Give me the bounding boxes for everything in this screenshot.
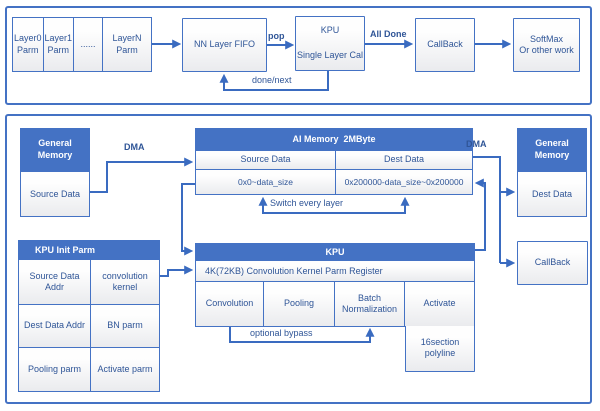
dma-right-label: DMA [466,139,487,149]
softmax-label: SoftMax [529,33,563,44]
layer1-parm-label: Layer1 Parm [44,33,73,55]
callback-top-box: CallBack [415,18,475,72]
ai-source-addr-cell: 0x0~data_size [196,170,336,194]
kpu-init-parm-header: KPU Init Parm [19,241,159,260]
nn-layer-fifo-box: NN Layer FIFO [182,18,267,72]
callback-bottom-box: CallBack [517,241,588,285]
softmax-box: SoftMax Or other work [513,18,580,72]
activate-stage-cell: Activate [405,282,474,326]
general-memory-left-body: Source Data [21,172,89,216]
kpu-top-subtitle: Single Layer Cal [296,49,364,60]
general-memory-right-header: General Memory [518,129,586,172]
general-memory-right-box: General Memory Dest Data [517,128,587,217]
ai-memory-header: AI Memory 2MByte [196,129,472,150]
source-data-addr-cell: Source Data Addr [19,260,91,304]
callback-bottom-label: CallBack [534,257,571,268]
kpu-init-parm-table: KPU Init Parm Source Data Addr convoluti… [18,240,160,392]
kpu-single-layer-box: KPU Single Layer Cal [295,16,365,71]
ellipsis-label: ...... [80,38,96,49]
pooling-stage-cell: Pooling [264,282,335,326]
convolution-kernel-cell: convolution kernel [91,260,159,304]
layerN-parm-cell: LayerN Parm [103,18,151,71]
ai-memory-label-row: Source Data Dest Data [196,150,472,170]
optional-bypass-label: optional bypass [250,328,313,338]
sixteen-section-polyline-label: 16section polyline [420,336,460,358]
bn-parm-cell: BN parm [91,305,159,347]
ai-dest-data-cell: Dest Data [336,151,472,169]
activate-parm-cell: Activate parm [91,348,159,391]
callback-top-label: CallBack [427,39,463,50]
ai-dest-addr-cell: 0x200000-data_size~0x200000 [336,170,472,194]
kpu-init-row3: Pooling parm Activate parm [19,348,159,391]
dest-data-addr-cell: Dest Data Addr [19,305,91,347]
dma-left-label: DMA [124,142,145,152]
done-next-label: done/next [252,75,292,85]
switch-every-layer-label: Switch every layer [270,198,344,208]
sixteen-section-polyline-cell: 16section polyline [405,325,475,372]
ai-memory-table: AI Memory 2MByte Source Data Dest Data 0… [195,128,473,195]
general-memory-left-header: General Memory [21,129,89,172]
layer-parm-queue: Layer0 Parm Layer1 Parm ...... LayerN Pa… [12,17,152,72]
general-memory-left-box: General Memory Source Data [20,128,90,217]
general-memory-right-body: Dest Data [518,172,586,216]
kpu-init-row2: Dest Data Addr BN parm [19,305,159,348]
layer0-parm-label: Layer0 Parm [14,33,42,55]
kpu-pipeline-header: KPU [196,244,474,260]
kernel-parm-register-row: 4K(72KB) Convolution Kernel Parm Registe… [196,260,474,282]
ai-memory-addr-row: 0x0~data_size 0x200000-data_size~0x20000… [196,170,472,194]
pooling-parm-cell: Pooling parm [19,348,91,391]
kpu-init-row1: Source Data Addr convolution kernel [19,260,159,305]
all-done-label: All Done [370,29,407,39]
kpu-pipeline-table: KPU 4K(72KB) Convolution Kernel Parm Reg… [195,243,475,327]
layerN-parm-label: LayerN Parm [112,33,142,55]
kpu-stages-row: Convolution Pooling Batch Normalization … [196,282,474,326]
nn-layer-fifo-label: NN Layer FIFO [193,39,255,50]
pop-label: pop [268,31,285,41]
ellipsis-cell: ...... [74,18,104,71]
layer0-parm-cell: Layer0 Parm [13,18,44,71]
kpu-top-title: KPU [320,25,340,35]
convolution-stage-cell: Convolution [196,282,264,326]
layer1-parm-cell: Layer1 Parm [43,18,75,71]
softmax-sub-label: Or other work [519,45,574,55]
ai-source-data-cell: Source Data [196,151,336,169]
batch-normalization-stage-cell: Batch Normalization [335,282,405,326]
